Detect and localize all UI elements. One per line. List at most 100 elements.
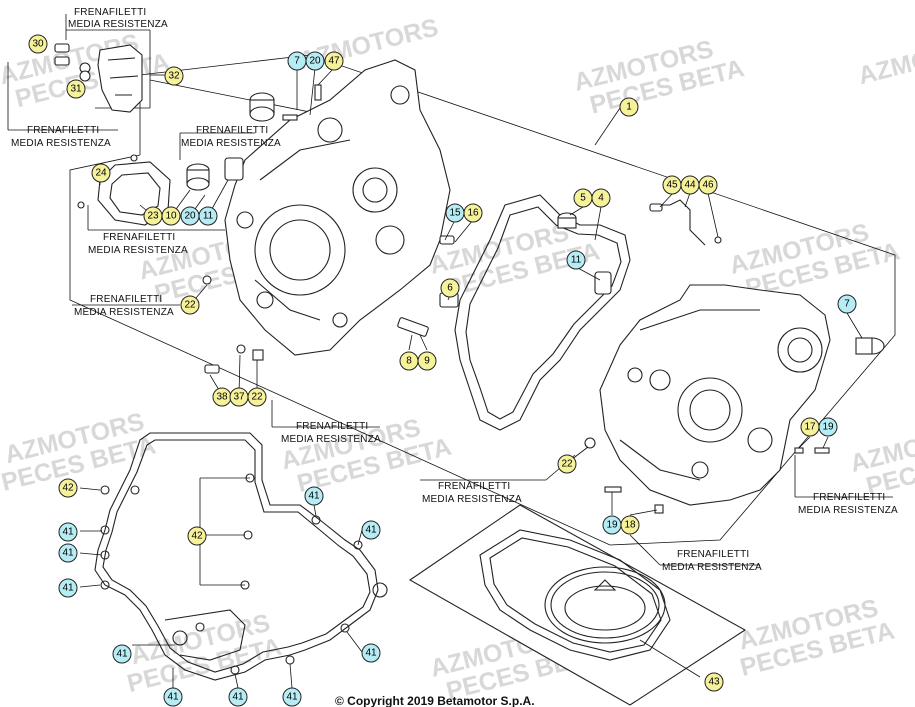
callout-47[interactable]: 47	[324, 51, 344, 71]
callout-30[interactable]: 30	[28, 34, 48, 54]
callout-44[interactable]: 44	[680, 175, 700, 195]
callout-11[interactable]: 11	[198, 206, 218, 226]
svg-text:41: 41	[62, 583, 74, 594]
fitting-45-46	[655, 199, 706, 246]
washer-31b	[79, 70, 91, 82]
callout-19[interactable]: 19	[602, 515, 622, 535]
svg-text:15: 15	[449, 208, 461, 219]
note-media-resistenza: MEDIA RESISTENZA	[88, 245, 188, 256]
callout-5[interactable]: 5	[573, 188, 593, 208]
svg-text:11: 11	[571, 255, 582, 266]
leader-1	[594, 107, 621, 146]
svg-text:5: 5	[580, 193, 586, 204]
crankcase-gasket	[79, 432, 388, 689]
plug-22c	[584, 437, 596, 449]
callout-11[interactable]: 11	[566, 250, 586, 270]
svg-text:41: 41	[286, 692, 298, 703]
callout-9[interactable]: 9	[417, 351, 437, 371]
dowel-19	[814, 447, 830, 454]
right-crankcase	[599, 284, 831, 506]
callout-41[interactable]: 41	[282, 687, 302, 707]
callout-41[interactable]: 41	[361, 643, 381, 663]
callout-6[interactable]: 6	[440, 278, 460, 298]
note-frenafiletti: FRENAFILETTI	[677, 549, 749, 560]
svg-text:9: 9	[424, 356, 430, 367]
dowel-24b	[130, 154, 138, 162]
note-media-resistenza: MEDIA RESISTENZA	[422, 494, 522, 505]
svg-text:4: 4	[598, 193, 604, 204]
watermark-line1: AZMOTORS	[855, 29, 915, 91]
callout-38[interactable]: 38	[212, 387, 232, 407]
callout-43[interactable]: 43	[704, 672, 724, 692]
small-parts	[77, 84, 885, 514]
note-frenafiletti: FRENAFILETTI	[438, 481, 510, 492]
callout-41[interactable]: 41	[361, 520, 381, 540]
svg-text:42: 42	[62, 483, 74, 494]
callout-41[interactable]: 41	[112, 644, 132, 664]
callout-18[interactable]: 18	[620, 515, 640, 535]
svg-text:41: 41	[116, 649, 128, 660]
svg-text:41: 41	[308, 491, 320, 502]
center-gasket	[454, 194, 631, 431]
callout-19[interactable]: 19	[818, 417, 838, 437]
callout-15[interactable]: 15	[445, 203, 465, 223]
dowel-19b	[604, 486, 622, 493]
callout-46[interactable]: 46	[698, 175, 718, 195]
callout-22[interactable]: 22	[247, 387, 267, 407]
svg-text:16: 16	[467, 208, 479, 219]
callout-45[interactable]: 45	[662, 175, 682, 195]
svg-text:17: 17	[804, 422, 816, 433]
svg-text:22: 22	[251, 392, 263, 403]
callout-41[interactable]: 41	[163, 687, 183, 707]
copyright-text: © Copyright 2019 Betamotor S.p.A.	[335, 694, 535, 707]
callout-37[interactable]: 37	[229, 387, 249, 407]
svg-text:19: 19	[606, 520, 618, 531]
svg-text:7: 7	[844, 299, 850, 310]
dowel-20	[282, 114, 298, 121]
callout-7[interactable]: 7	[287, 51, 307, 71]
svg-text:10: 10	[165, 211, 177, 222]
svg-text:42: 42	[191, 531, 203, 542]
callout-41[interactable]: 41	[58, 578, 78, 598]
svg-text:7: 7	[294, 56, 300, 67]
svg-text:31: 31	[70, 84, 82, 95]
callout-41[interactable]: 41	[58, 543, 78, 563]
callout-41[interactable]: 41	[58, 522, 78, 542]
callout-41[interactable]: 41	[304, 486, 324, 506]
svg-text:6: 6	[447, 283, 453, 294]
bolt-30a	[54, 43, 70, 53]
callout-42[interactable]: 42	[187, 526, 207, 546]
callout-24[interactable]: 24	[91, 163, 111, 183]
callout-23[interactable]: 23	[143, 206, 163, 226]
note-frenafiletti: FRENAFILETTI	[196, 125, 268, 136]
svg-text:24: 24	[95, 168, 107, 179]
callout-17[interactable]: 17	[800, 417, 820, 437]
callout-41[interactable]: 41	[228, 687, 248, 707]
callout-1[interactable]: 1	[619, 97, 639, 117]
svg-text:20: 20	[184, 211, 196, 222]
bushing-11-right	[594, 271, 612, 295]
svg-text:37: 37	[233, 392, 245, 403]
svg-text:41: 41	[62, 527, 74, 538]
svg-text:44: 44	[684, 180, 696, 191]
plug-22	[202, 275, 212, 285]
callout-8[interactable]: 8	[399, 351, 419, 371]
note-frenafiletti: FRENAFILETTI	[813, 492, 885, 503]
callout-22[interactable]: 22	[557, 454, 577, 474]
callout-16[interactable]: 16	[463, 203, 483, 223]
callout-10[interactable]: 10	[161, 206, 181, 226]
callout-42[interactable]: 42	[58, 478, 78, 498]
callout-31[interactable]: 31	[66, 79, 86, 99]
note-media-resistenza: MEDIA RESISTENZA	[662, 562, 762, 573]
callout-7[interactable]: 7	[837, 294, 857, 314]
svg-text:45: 45	[666, 180, 678, 191]
svg-text:23: 23	[147, 211, 159, 222]
callout-4[interactable]: 4	[591, 188, 611, 208]
callout-22[interactable]: 22	[180, 295, 200, 315]
svg-text:46: 46	[702, 180, 714, 191]
callout-20[interactable]: 20	[305, 51, 325, 71]
svg-text:20: 20	[309, 56, 321, 67]
callout-20[interactable]: 20	[180, 206, 200, 226]
callout-32[interactable]: 32	[164, 66, 184, 86]
